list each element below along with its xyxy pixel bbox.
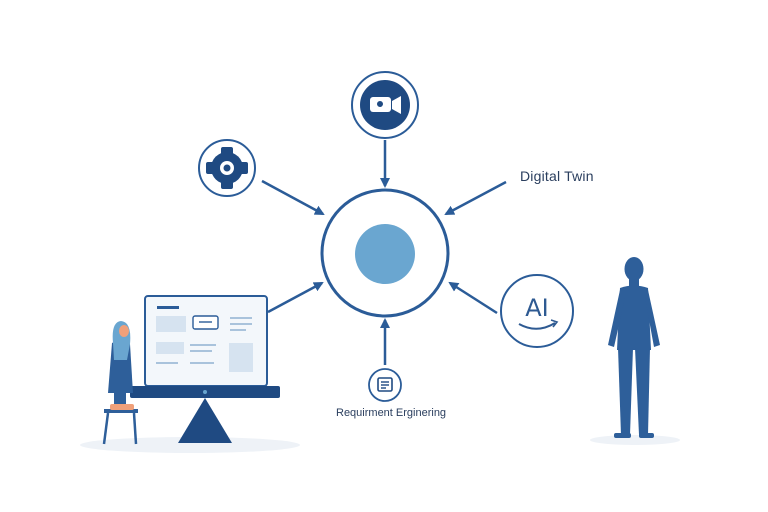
requirements-node bbox=[368, 368, 402, 402]
stool-feet bbox=[110, 404, 134, 410]
silhouette-foot-left bbox=[614, 433, 631, 438]
silhouette-leg-left bbox=[618, 348, 633, 435]
screen-line-d bbox=[190, 344, 216, 346]
silhouette-foot-right bbox=[639, 433, 654, 438]
stool-top bbox=[104, 409, 138, 413]
stool-leg-left bbox=[102, 412, 110, 445]
screen-line-c bbox=[230, 329, 246, 331]
screen-line-g bbox=[190, 362, 214, 364]
screen-line-b bbox=[230, 323, 252, 325]
human-silhouette bbox=[608, 257, 660, 438]
person-legs bbox=[114, 390, 126, 404]
ai-node-ring bbox=[500, 274, 574, 348]
screen-block-a bbox=[156, 316, 186, 332]
video-camera-icon bbox=[370, 96, 401, 114]
arrow-from-monitor bbox=[267, 281, 324, 314]
gear-node bbox=[198, 139, 256, 197]
ai-smile-arrow bbox=[518, 322, 556, 330]
silhouette-head bbox=[624, 257, 644, 281]
arrows bbox=[261, 140, 507, 365]
screen-block-c bbox=[229, 343, 253, 372]
stool-leg-right bbox=[132, 412, 138, 445]
silhouette-leg-right bbox=[635, 348, 650, 435]
camera-lens-dot bbox=[377, 101, 383, 107]
screen-line-a bbox=[230, 317, 252, 319]
ground-shadow-right bbox=[590, 435, 680, 445]
silhouette-arm-left bbox=[608, 290, 625, 347]
person-on-stool bbox=[102, 321, 138, 445]
arrow-from-gear bbox=[261, 179, 325, 216]
central-hub bbox=[320, 188, 450, 318]
document-icon bbox=[377, 377, 393, 392]
person-face bbox=[119, 325, 129, 337]
monitor-power-dot bbox=[203, 390, 207, 394]
silhouette-arm-right bbox=[645, 290, 660, 347]
screen-title-bar bbox=[157, 306, 179, 309]
requirement-engineering-label: Requirment Erginering bbox=[336, 407, 447, 419]
camera-node bbox=[351, 71, 419, 139]
hub-core bbox=[355, 224, 415, 284]
silhouette-neck bbox=[629, 279, 639, 287]
arrow-from-digital-twin bbox=[444, 180, 507, 216]
silhouette-torso bbox=[617, 285, 651, 350]
screen-line-f bbox=[156, 362, 178, 364]
screen-block-b bbox=[156, 342, 184, 354]
monitor-screen bbox=[144, 295, 268, 387]
monitor-stand bbox=[178, 398, 232, 443]
digital-twin-label: Digital Twin bbox=[520, 168, 594, 184]
gear-icon bbox=[206, 147, 248, 189]
screen-line-e bbox=[190, 350, 212, 352]
ai-smile-arrowhead bbox=[550, 319, 559, 328]
ai-badge-text: AI bbox=[525, 294, 549, 322]
ai-icon: AI bbox=[518, 294, 559, 330]
ai-node: AI bbox=[500, 274, 574, 348]
arrow-from-ai bbox=[448, 281, 498, 315]
monitor-illustration bbox=[130, 295, 280, 443]
